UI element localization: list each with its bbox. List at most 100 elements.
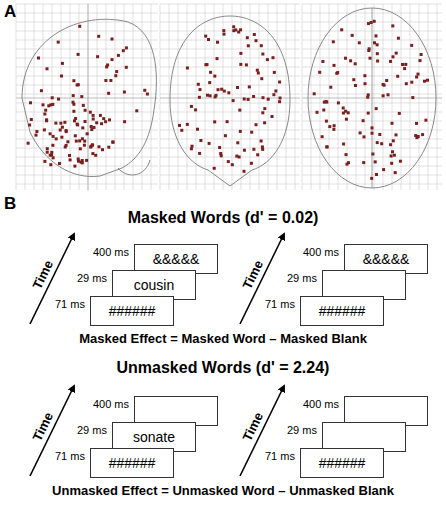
activation-dot [51,103,54,106]
duration-label: 71 ms [265,298,295,311]
grid-line [160,49,300,50]
activation-dot [322,109,325,112]
grid-line [160,76,300,77]
activation-dot [27,142,30,145]
activation-dot [272,93,275,96]
grid-line [25,4,26,190]
activation-dot [243,98,246,101]
activation-dot [389,143,392,146]
grid-line [43,4,44,190]
activation-dot [106,64,109,67]
activation-dot [111,141,114,144]
activation-dot [85,159,88,162]
activation-dot [227,91,230,94]
activation-dot [403,67,406,70]
activation-dot [125,46,128,49]
activation-dot [50,151,53,154]
activation-dot [376,43,379,46]
stimulus-frame: ###### [90,296,174,326]
activation-dot [363,74,366,77]
duration-label: 71 ms [55,298,85,311]
activation-dot [363,135,366,138]
activation-dot [218,146,221,149]
grid-line [187,4,188,190]
activation-dot [52,135,55,138]
activation-dot [347,111,350,114]
activation-dot [104,79,107,82]
grid-line [16,85,158,86]
activation-dot [333,64,336,67]
activation-dot [104,120,107,123]
activation-dot [54,122,57,125]
activation-dot [35,130,38,133]
activation-dot [368,47,371,50]
activation-dot [107,146,110,149]
activation-dot [47,104,50,107]
activation-dot [91,152,94,155]
activation-dot [247,98,250,101]
activation-dot [321,135,324,138]
activation-dot [373,41,376,44]
activation-dot [75,140,78,143]
activation-dot [94,154,97,157]
activation-dot [123,91,126,94]
activation-dot [359,131,362,134]
activation-dot [272,56,275,59]
activation-dot [396,75,399,78]
activation-dot [426,79,429,82]
activation-dot [72,79,75,82]
panel-letter: B [4,194,16,214]
activation-dot [261,111,264,114]
grid-line [124,4,125,190]
activation-dot [217,88,220,91]
grid-line [70,4,71,190]
activation-dot [186,67,189,70]
activation-dot [252,148,255,151]
grid-line [16,184,158,185]
activation-dot [391,24,394,27]
activation-dot [256,69,259,72]
grid-line [160,67,300,68]
activation-dot [111,38,114,41]
activation-dot [86,132,89,135]
grid-line [16,22,158,23]
activation-dot [93,126,96,129]
activation-dot [101,148,104,151]
activation-dot [239,52,242,55]
grid-line [320,4,321,190]
activation-dot [325,145,328,148]
grid-line [16,103,158,104]
activation-dot [325,100,328,103]
activation-dot [325,101,328,104]
activation-dot [419,59,422,62]
grid-line [259,4,260,190]
activation-dot [256,153,259,156]
activation-dot [90,145,93,148]
midline [372,8,373,188]
activation-dot [332,40,335,43]
activation-dot [95,121,98,124]
activation-dot [345,118,348,121]
grid-line [196,4,197,190]
activation-dot [76,123,79,126]
activation-dot [208,142,211,145]
activation-dot [45,118,48,121]
grid-line [88,4,89,190]
grid-line [410,4,411,190]
grid-line [16,4,17,190]
stimulus-frame: ###### [90,448,174,478]
activation-dot [231,163,234,166]
axis-line [16,98,158,99]
activation-dot [58,162,61,165]
activation-dot [52,156,55,159]
activation-dot [61,62,64,65]
activation-dot [405,82,408,85]
activation-dot [335,72,338,75]
activation-dot [213,120,216,123]
activation-dot [197,83,200,86]
activation-dot [199,88,202,91]
activation-dot [30,118,33,121]
activation-dot [347,161,350,164]
activation-dot [213,75,216,78]
activation-dot [340,28,343,31]
